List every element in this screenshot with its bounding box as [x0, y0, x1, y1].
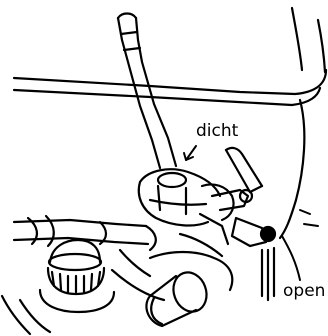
label-open: open [283, 283, 325, 300]
fuel-hose [118, 14, 176, 169]
tap-lever [226, 148, 262, 192]
valve-body [139, 169, 252, 225]
filter-cup [40, 240, 114, 312]
drain-plug [232, 218, 275, 300]
label-closed: dicht [196, 123, 238, 140]
dicht-pointer [184, 146, 196, 160]
tank-bracket-right [282, 210, 318, 280]
outlet-pipe [14, 216, 156, 250]
